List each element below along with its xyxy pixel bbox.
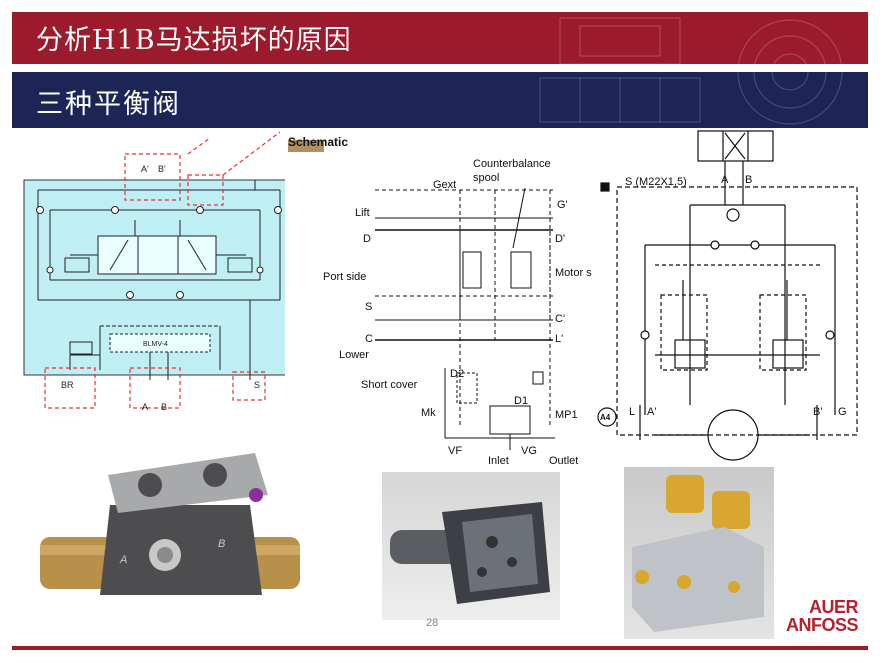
left-schematic: A' B' BLMV-4 BR A B S (23, 131, 295, 412)
label-counterbalance: Counterbalance (473, 158, 551, 170)
label-l-prime: L' (555, 333, 563, 345)
label-d2: D2 (450, 368, 464, 380)
label-lower: Lower (339, 349, 369, 361)
company-logo: AUER ANFOSS (785, 597, 859, 635)
valve-photo-center (382, 472, 560, 620)
label-a: A (721, 174, 729, 186)
label-valve: BLMV-4 (143, 341, 168, 348)
label-mk: Mk (421, 407, 436, 419)
right-schematic: S (M22X1,5) A B L A' B' G A4 (597, 130, 858, 461)
blueprint-watermark (520, 17, 868, 125)
label-d1: D1 (514, 395, 528, 407)
label-br: BR (61, 380, 74, 390)
label-b-top: B' (158, 164, 166, 174)
label-outlet: Outlet (549, 455, 578, 467)
label-mp1: MP1 (555, 409, 578, 421)
valve-photo-right (624, 467, 774, 639)
schematic-header: Schematic (288, 135, 348, 149)
label-d-prime: D' (555, 233, 565, 245)
label-g: G (838, 406, 847, 418)
slide-title: 分析H1B马达损坏的原因 (36, 25, 352, 56)
label-b-prime: B' (813, 406, 822, 418)
label-inlet: Inlet (488, 455, 509, 467)
center-schematic: Schematic Counterbalance spool Gext G' L… (285, 128, 603, 468)
label-g-prime: G' (557, 199, 568, 211)
label-a-prime: A' (647, 406, 656, 418)
label-gext: Gext (433, 179, 456, 191)
motor-photo-left: A B (40, 453, 300, 595)
label-s-port: S (M22X1,5) (625, 176, 687, 188)
label-spool: spool (473, 172, 499, 184)
label-s: S (365, 301, 372, 313)
logo-line-2: ANFOSS (785, 615, 859, 635)
label-short-cover: Short cover (361, 379, 418, 391)
page-number: 28 (426, 617, 439, 629)
subtitle-bar (12, 72, 868, 128)
title-bar (12, 12, 868, 64)
logo-line-1: AUER (808, 597, 859, 617)
photo-label-b: B (218, 538, 225, 550)
label-l: L (629, 406, 635, 418)
slide-subtitle: 三种平衡阀 (36, 89, 181, 120)
label-b: B (745, 174, 752, 186)
label-vf: VF (448, 445, 462, 457)
label-s: S (254, 380, 260, 390)
label-a4: A4 (600, 413, 611, 422)
label-a-top: A' (141, 164, 149, 174)
label-vg: VG (521, 445, 537, 457)
bottom-rule (12, 646, 868, 650)
label-d: D (363, 233, 371, 245)
label-c: C (365, 333, 373, 345)
label-a-bottom: A (142, 402, 148, 412)
label-motor: Motor s (555, 267, 592, 279)
label-lift: Lift (355, 207, 370, 219)
label-c-prime: C' (555, 313, 565, 325)
label-b-bottom: B (161, 402, 167, 412)
photo-label-a: A (119, 554, 127, 566)
label-port-side: Port side (323, 271, 366, 283)
